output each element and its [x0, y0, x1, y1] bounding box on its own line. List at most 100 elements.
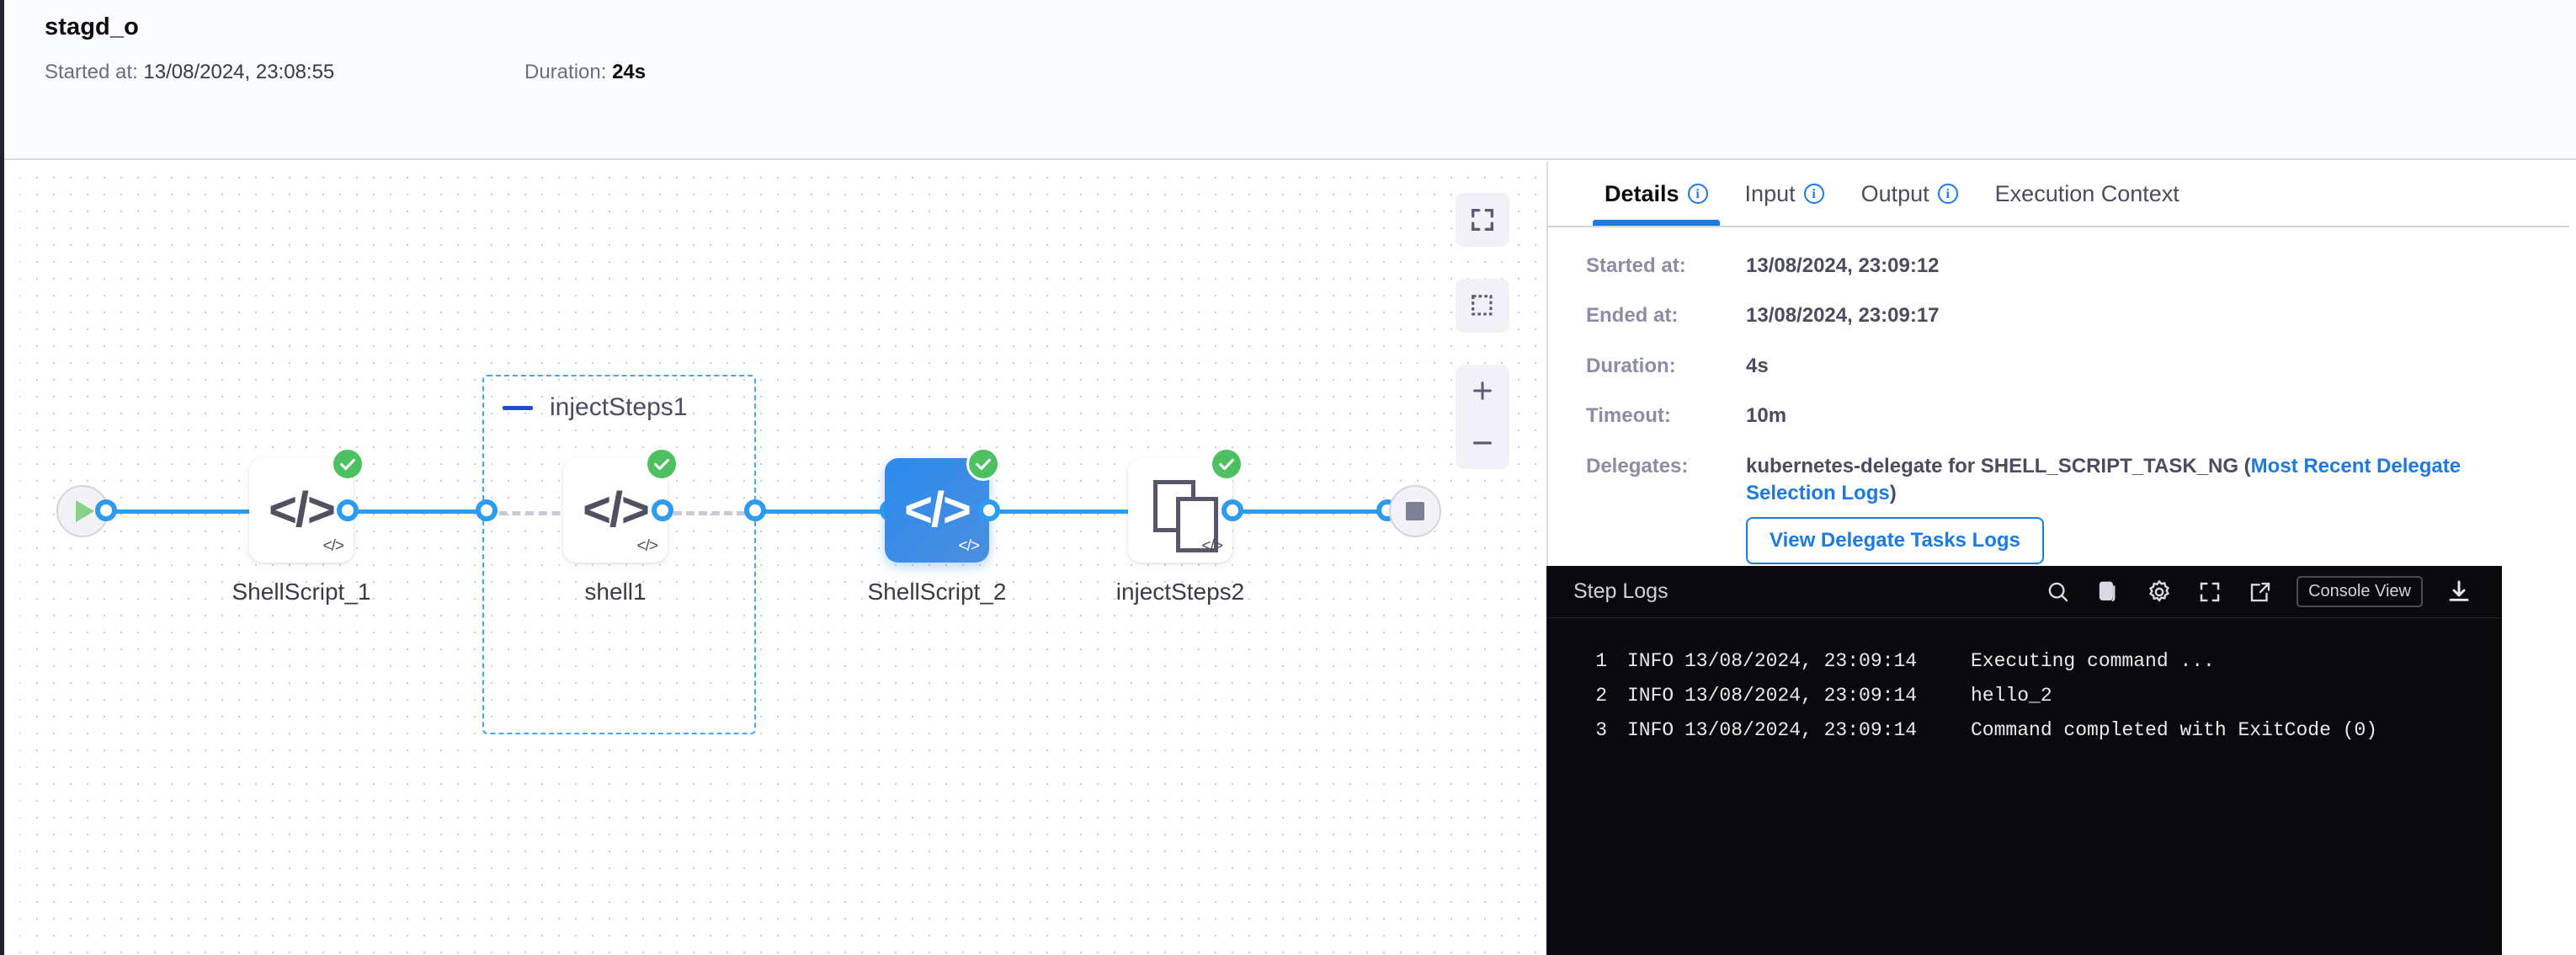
log-output[interactable]: 1 INFO 13/08/2024, 23:09:14 Executing co…: [1546, 643, 2502, 747]
log-level: INFO: [1627, 718, 1674, 741]
gear-icon[interactable]: [2145, 578, 2174, 606]
started-at-meta: Started at: 13/08/2024, 23:08:55: [45, 61, 334, 84]
connector-dot: [652, 499, 673, 521]
code-corner-icon: </>: [636, 537, 659, 555]
detail-key: Started at:: [1586, 254, 1686, 277]
detail-key: Ended at:: [1586, 304, 1679, 328]
fullscreen-icon[interactable]: [2195, 578, 2224, 606]
details-list: Started at: 13/08/2024, 23:09:12 Ended a…: [1586, 253, 2537, 587]
zoom-in-button[interactable]: [1456, 365, 1509, 417]
duration-label: Duration:: [524, 61, 607, 83]
detail-key: Duration:: [1586, 354, 1676, 377]
code-icon: </>: [904, 483, 971, 537]
download-icon[interactable]: [2445, 578, 2473, 606]
edge-n1-to-group: [348, 510, 482, 514]
detail-value: 4s: [1746, 354, 1769, 377]
edge-group-to-n3: [754, 510, 889, 514]
connector-dot: [1221, 499, 1243, 521]
detail-value: 13/08/2024, 23:09:12: [1746, 254, 1940, 277]
copy-front-square-icon: [1176, 497, 1218, 552]
minus-icon[interactable]: [503, 405, 533, 410]
tab-execution-context[interactable]: Execution Context: [1977, 162, 2198, 226]
log-timestamp: 13/08/2024, 23:09:14: [1685, 649, 1918, 672]
external-link-icon[interactable]: [2246, 578, 2275, 606]
info-icon[interactable]: i: [1687, 184, 1708, 204]
log-message: Executing command ...: [1971, 649, 2215, 672]
edge-n3-to-n4: [998, 510, 1174, 514]
started-at-value: 13/08/2024, 23:08:55: [143, 61, 335, 83]
code-corner-icon: </>: [322, 537, 345, 555]
status-success-icon: [1210, 447, 1243, 481]
detail-tabs: Details i Input i Output i Execution Con…: [1548, 162, 2569, 227]
step-logs-tools: Console View: [2044, 576, 2502, 607]
most-recent-delegate-selection-logs-link[interactable]: Most Recent Delegate Selection Logs: [1746, 454, 2462, 504]
detail-value: 13/08/2024, 23:09:17: [1746, 304, 1940, 328]
detail-row-delegates: Delegates: kubernetes-delegate for SHELL…: [1586, 453, 2537, 565]
code-corner-icon: </>: [958, 537, 981, 555]
graph-node-label: shell1: [584, 579, 647, 605]
graph-node-shell1[interactable]: </> </>: [563, 447, 679, 563]
zoom-controls[interactable]: [1456, 365, 1509, 469]
edge-group-in: [486, 511, 587, 515]
delegates-value: kubernetes-delegate for SHELL_SCRIPT_TAS…: [1746, 453, 2462, 565]
log-timestamp: 13/08/2024, 23:09:14: [1685, 718, 1918, 741]
tab-label: Input: [1744, 180, 1796, 206]
fit-to-screen-button[interactable]: [1456, 193, 1509, 247]
log-line-number: 1: [1595, 649, 1607, 672]
delegates-text: kubernetes-delegate for SHELL_SCRIPT_TAS…: [1746, 454, 2251, 478]
edge-start-to-n1: [95, 510, 263, 514]
edge-n4-to-end: [1242, 510, 1385, 514]
connector-dot: [978, 499, 1000, 521]
tab-label: Output: [1860, 180, 1929, 206]
graph-node-injectsteps2[interactable]: </>: [1128, 447, 1243, 563]
code-icon: </>: [583, 483, 650, 537]
log-message: hello_2: [1971, 684, 2052, 707]
edge-group-out: [673, 511, 758, 515]
pipeline-graph-canvas[interactable]: injectSteps1 </> </> ShellScript_1: [4, 162, 1545, 955]
detail-value: 10m: [1746, 404, 1787, 428]
step-group-header[interactable]: injectSteps1: [503, 393, 687, 422]
tab-label: Execution Context: [1994, 180, 2179, 206]
search-icon[interactable]: [2044, 578, 2073, 606]
view-delegate-tasks-logs-button[interactable]: View Delegate Tasks Logs: [1746, 517, 2044, 565]
graph-node-shellscript-1[interactable]: </> </>: [249, 447, 365, 563]
status-success-icon: [331, 447, 365, 481]
info-icon[interactable]: i: [1803, 184, 1824, 204]
graph-node-shellscript-2[interactable]: </> </>: [885, 447, 1000, 563]
log-line[interactable]: 1 INFO 13/08/2024, 23:09:14 Executing co…: [1546, 643, 2502, 678]
delegates-text-close: ): [1889, 481, 1897, 504]
log-level: INFO: [1627, 649, 1674, 672]
select-area-button[interactable]: [1456, 279, 1509, 333]
log-level: INFO: [1627, 684, 1674, 707]
copy-icon[interactable]: [2094, 578, 2123, 606]
canvas-left-fade: [4, 162, 33, 955]
page-title: stagd_o: [45, 13, 139, 40]
step-group-label: injectSteps1: [550, 393, 688, 421]
log-line-number: 2: [1595, 684, 1607, 707]
status-success-icon: [645, 447, 679, 481]
step-logs-title: Step Logs: [1573, 579, 1669, 603]
zoom-out-button[interactable]: [1456, 417, 1509, 469]
graph-node-label: ShellScript_1: [232, 579, 371, 605]
log-line[interactable]: 3 INFO 13/08/2024, 23:09:14 Command comp…: [1546, 712, 2502, 747]
play-icon: [75, 500, 94, 522]
connector-dot: [95, 499, 117, 521]
log-line[interactable]: 2 INFO 13/08/2024, 23:09:14 hello_2: [1546, 678, 2502, 712]
tab-output[interactable]: Output i: [1843, 162, 1977, 226]
log-line-number: 3: [1595, 718, 1607, 741]
tab-details[interactable]: Details i: [1586, 162, 1727, 226]
connector-dot: [337, 499, 359, 521]
log-timestamp: 13/08/2024, 23:09:14: [1685, 684, 1918, 707]
detail-row-ended-at: Ended at: 13/08/2024, 23:09:17: [1586, 302, 2537, 329]
stop-icon: [1406, 502, 1424, 520]
detail-row-started-at: Started at: 13/08/2024, 23:09:12: [1586, 253, 2537, 280]
detail-key: Delegates:: [1586, 454, 1689, 478]
console-view-button[interactable]: Console View: [2297, 576, 2423, 607]
tab-input[interactable]: Input i: [1727, 162, 1843, 226]
graph-node-label: ShellScript_2: [867, 579, 1007, 605]
start-node[interactable]: [56, 485, 109, 537]
status-success-icon: [966, 447, 1000, 481]
info-icon[interactable]: i: [1937, 184, 1958, 204]
end-node[interactable]: [1389, 485, 1441, 537]
